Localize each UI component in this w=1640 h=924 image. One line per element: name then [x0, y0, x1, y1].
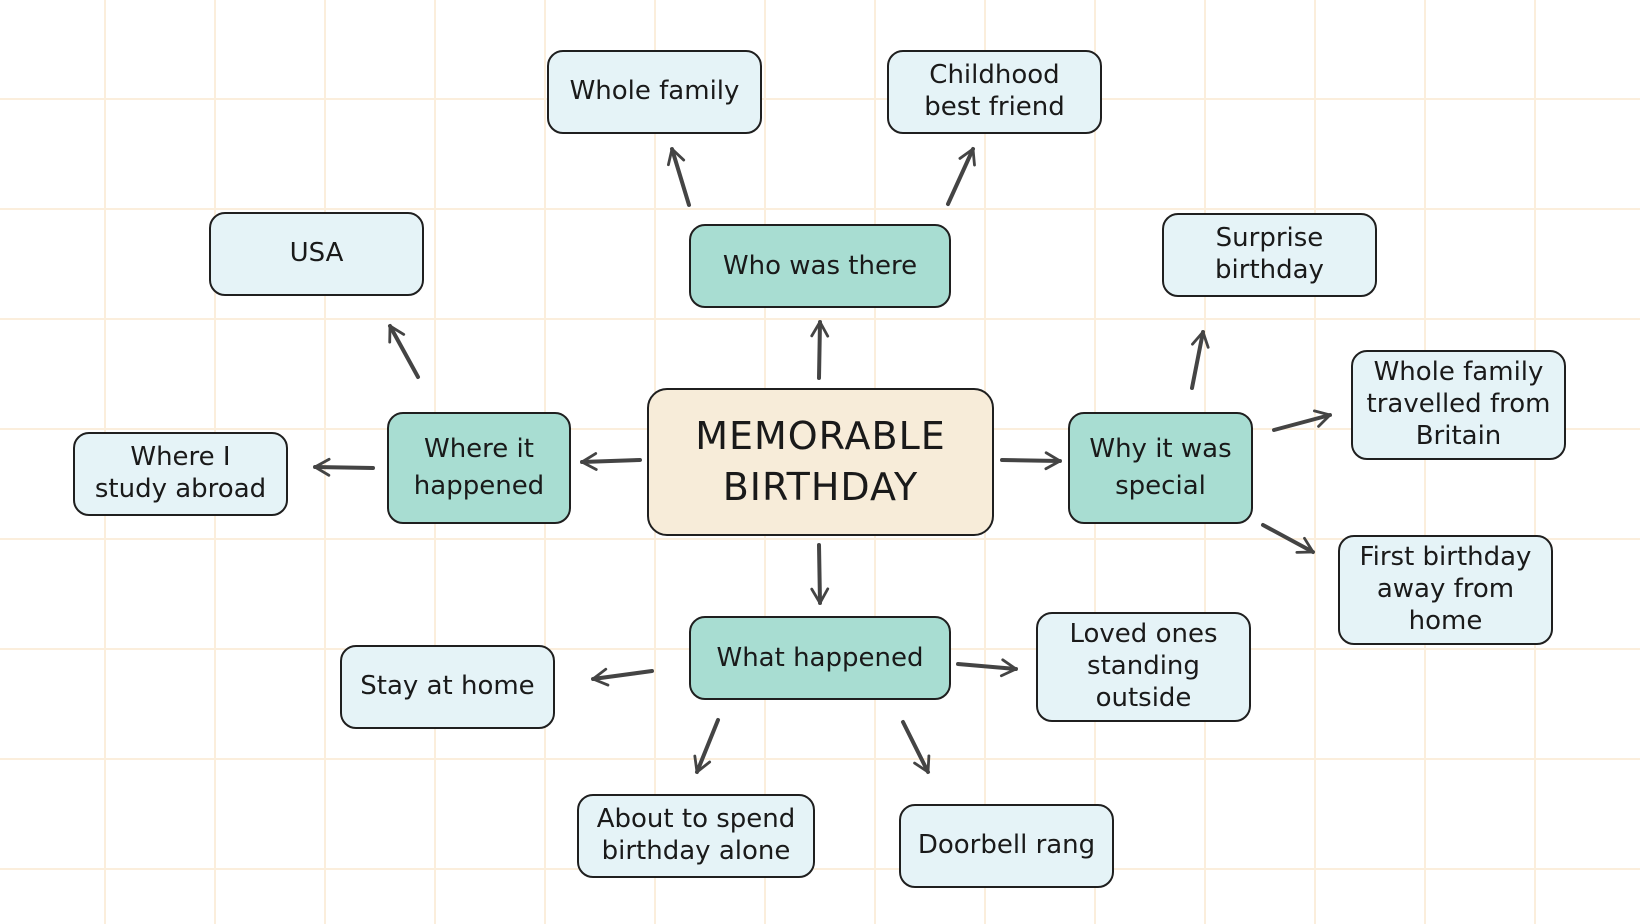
leaf-childhood-friend-label: Childhood best friend [924, 60, 1065, 122]
arrow-why-to-surprise [1190, 330, 1210, 390]
arrow-why-to-travelled [1272, 409, 1332, 432]
arrow-center-to-what [810, 543, 830, 605]
leaf-usa: USA [209, 212, 424, 296]
leaf-stay-home-label: Stay at home [360, 671, 535, 702]
arrow-where-to-usa [388, 324, 420, 379]
branch-who-label: Who was there [722, 250, 918, 281]
arrow-center-to-why [1000, 451, 1062, 471]
arrow-what-to-alone [693, 718, 720, 774]
leaf-whole-family-label: Whole family [569, 76, 740, 107]
arrow-what-to-loved-ones [956, 658, 1018, 678]
leaf-study-abroad-label: Where I study abroad [94, 442, 267, 504]
leaf-stay-at-home: Stay at home [340, 645, 555, 729]
leaf-whole-family: Whole family [547, 50, 762, 134]
leaf-usa-label: USA [289, 238, 344, 269]
branch-why-it-was-special: Why it was special [1068, 412, 1253, 524]
leaf-doorbell-label: Doorbell rang [917, 830, 1096, 861]
leaf-childhood-best-friend: Childhood best friend [887, 50, 1102, 134]
arrow-who-to-whole-family [667, 147, 691, 207]
branch-what-happened: What happened [689, 616, 951, 700]
branch-what-label: What happened [716, 642, 924, 673]
leaf-first-birthday-away: First birthday away from home [1338, 535, 1553, 645]
leaf-doorbell-rang: Doorbell rang [899, 804, 1114, 888]
leaf-surprise-label: Surprise birthday [1215, 223, 1324, 285]
arrow-what-to-stay-home [591, 667, 654, 687]
arrow-what-to-doorbell [901, 720, 931, 774]
branch-where-label: Where it happened [413, 434, 545, 501]
arrow-why-to-first-away [1261, 523, 1315, 554]
leaf-first-away-label: First birthday away from home [1359, 542, 1532, 636]
leaf-travelled-label: Whole family travelled from Britain [1366, 357, 1551, 451]
branch-where-it-happened: Where it happened [387, 412, 571, 524]
leaf-whole-family-travelled: Whole family travelled from Britain [1351, 350, 1566, 460]
center-label: MEMORABLE BIRTHDAY [695, 413, 946, 509]
center-node: MEMORABLE BIRTHDAY [647, 388, 994, 536]
leaf-where-i-study-abroad: Where I study abroad [73, 432, 288, 516]
branch-who-was-there: Who was there [689, 224, 951, 308]
arrow-who-to-childhood-friend [946, 147, 976, 206]
arrow-where-to-study-abroad [313, 457, 375, 477]
leaf-loved-ones-outside: Loved ones standing outside [1036, 612, 1251, 722]
arrow-center-to-who [810, 320, 830, 380]
leaf-surprise-birthday: Surprise birthday [1162, 213, 1377, 297]
leaf-loved-ones-label: Loved ones standing outside [1069, 619, 1218, 713]
leaf-about-to-spend-alone: About to spend birthday alone [577, 794, 815, 878]
branch-why-label: Why it was special [1089, 434, 1232, 501]
leaf-alone-label: About to spend birthday alone [596, 804, 796, 866]
arrow-center-to-where [580, 452, 642, 471]
